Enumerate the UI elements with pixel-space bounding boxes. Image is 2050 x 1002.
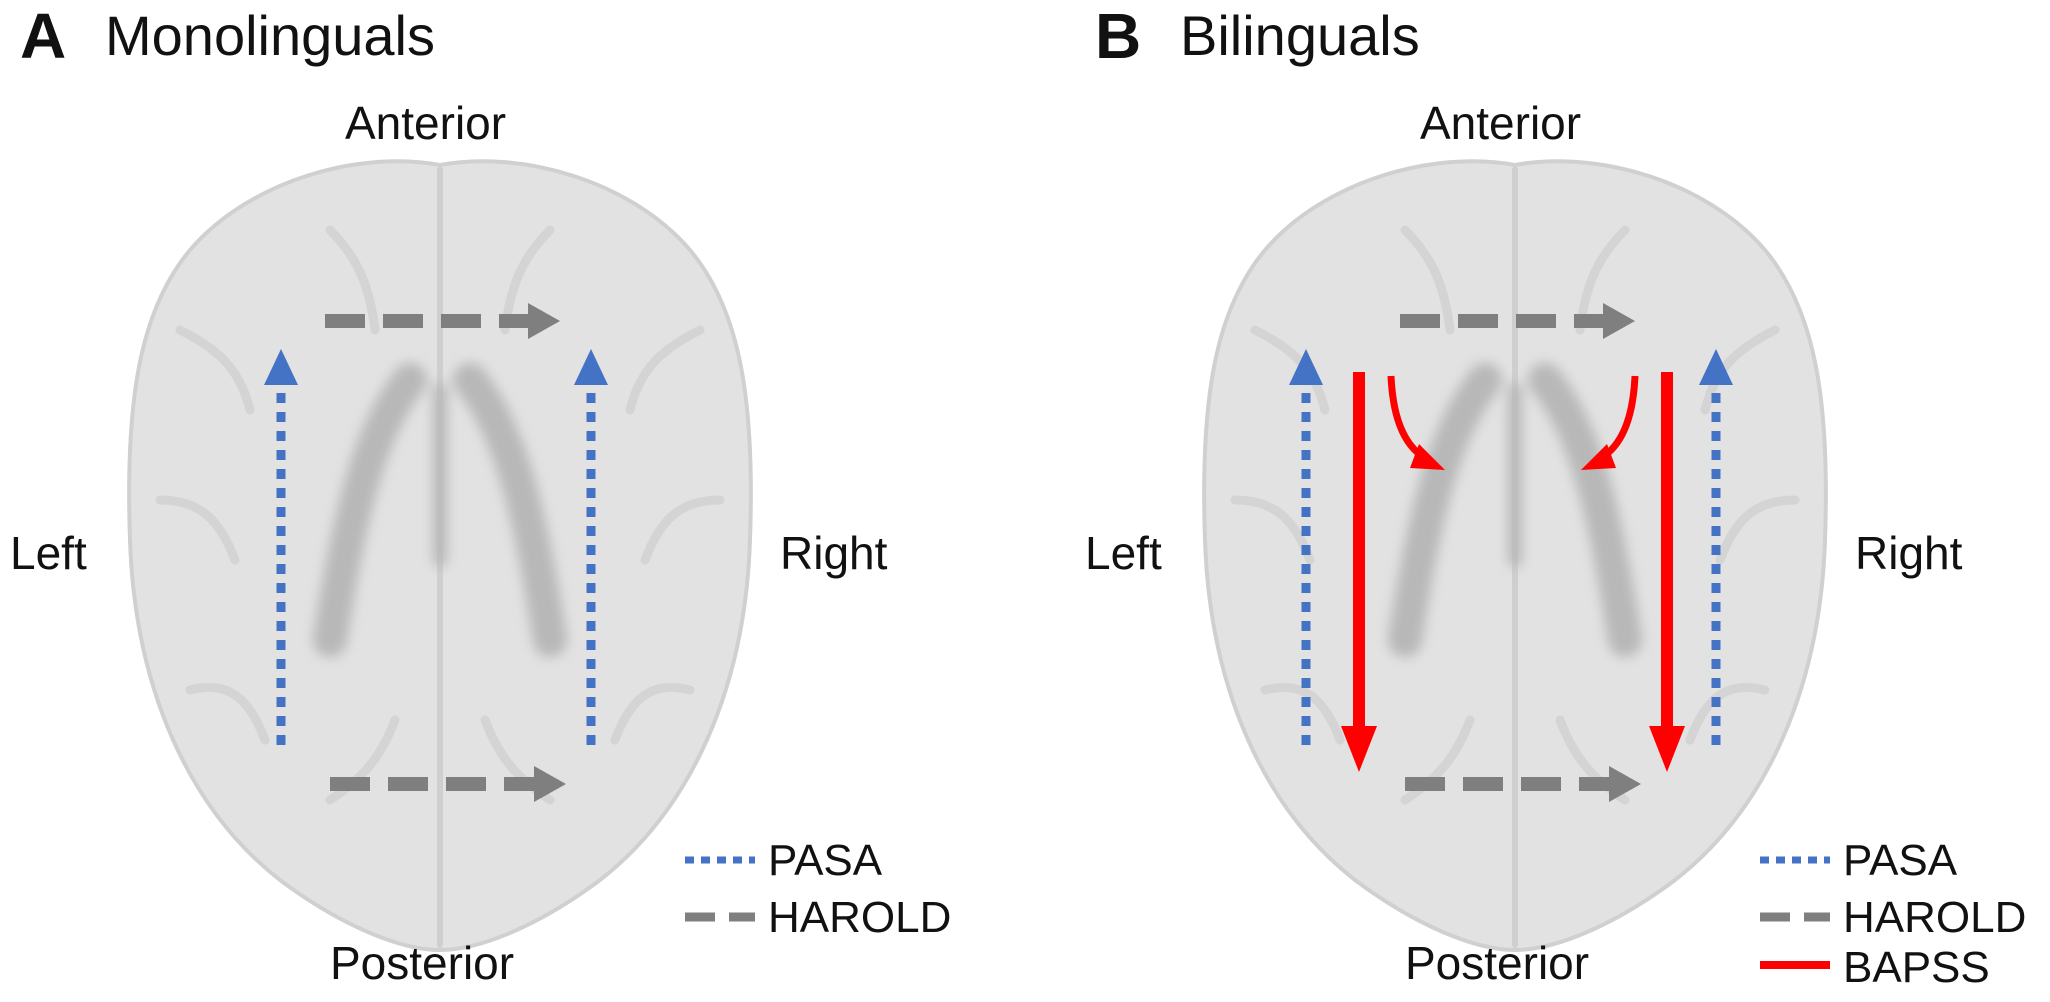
harold-arrow-anterior [1400,303,1635,339]
brain-axial-slice [127,159,753,953]
panel-bilinguals: B Bilinguals Anterior Posterior Left Rig… [1075,0,2050,1002]
panel-letter: B [1095,0,1142,72]
legend-label-bapss: BAPSS [1843,943,1990,992]
brain-axial-slice [1202,159,1828,953]
label-posterior: Posterior [1405,937,1590,989]
bapss-arrow-left-curved [1387,375,1445,470]
label-right: Right [1855,527,1963,579]
panel-monolinguals: A Monolinguals Anterior Posterior Left R… [10,0,952,989]
bapss-arrow-left-straight [1341,372,1377,772]
legend-label-harold: HAROLD [768,893,952,942]
legend-label-harold: HAROLD [1843,893,2027,942]
legend-label-pasa: PASA [768,836,883,885]
label-right: Right [780,527,888,579]
pasa-arrow-left [264,349,298,745]
panel-title: Bilinguals [1180,4,1420,67]
legend-swatches [685,856,755,922]
harold-arrow-posterior [1405,766,1641,802]
harold-arrow-posterior [330,766,566,802]
pasa-arrow-left [1289,349,1323,745]
panel-letter: A [20,0,67,72]
label-anterior: Anterior [345,97,507,149]
label-left: Left [10,527,87,579]
pasa-arrow-right [574,349,608,745]
harold-arrow-anterior [325,303,560,339]
pasa-arrow-right [1699,349,1733,745]
bapss-arrow-right-straight [1649,372,1685,772]
legend-label-pasa: PASA [1843,836,1958,885]
label-left: Left [1085,527,1162,579]
panel-title: Monolinguals [105,4,435,67]
label-anterior: Anterior [1420,97,1582,149]
label-posterior: Posterior [330,937,515,989]
bapss-arrow-right-curved [1581,375,1639,470]
legend-swatches [1760,856,1830,969]
brain-diagram-b [1202,159,1830,969]
brain-diagram-a [127,159,755,953]
